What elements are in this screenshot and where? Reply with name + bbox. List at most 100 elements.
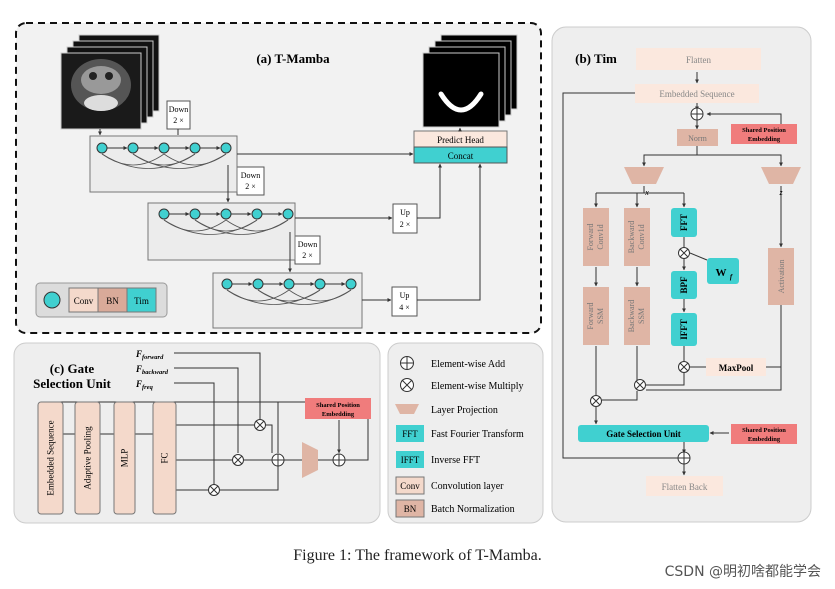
multiply-op-mid <box>634 379 646 391</box>
svg-text:IFFT: IFFT <box>401 455 420 465</box>
svg-text:Predict Head: Predict Head <box>437 135 484 145</box>
svg-text:Fforward: Fforward <box>135 349 164 361</box>
f-forward-label: Fforward <box>135 349 164 361</box>
bpf-block: BPF <box>671 271 697 299</box>
gsu-fc: FC <box>152 401 177 515</box>
legend-add: Element-wise Add <box>400 356 505 370</box>
svg-text:Concat: Concat <box>448 151 474 161</box>
tim-node <box>221 278 233 290</box>
stage-nodes <box>96 142 357 305</box>
legend-projection: Layer Projection <box>395 404 498 416</box>
gsu-connections <box>50 352 369 491</box>
watermark: CSDN @明初啥都能学会 <box>664 564 821 580</box>
projection-x: x <box>624 167 664 197</box>
legend-bn: BN Batch Normalization <box>395 499 515 518</box>
tim-node <box>314 278 326 290</box>
svg-text:Forward: Forward <box>586 302 595 329</box>
svg-text:Fbackward: Fbackward <box>135 364 169 376</box>
gsu-shared-position-embedding: Shared Position Embedding <box>305 398 371 419</box>
legend-multiply: Element-wise Multiply <box>400 378 524 392</box>
panel-a-t-mamba: (a) T-Mamba Down 2 × <box>15 22 542 334</box>
svg-text:Adaptive Pooling: Adaptive Pooling <box>83 426 93 490</box>
svg-text:Up: Up <box>400 208 410 217</box>
svg-text:Ffreq: Ffreq <box>135 379 154 391</box>
panel-b-title: (b) Tim <box>575 51 617 66</box>
svg-text:Batch Normalization: Batch Normalization <box>431 504 515 515</box>
svg-text:Gate Selection Unit: Gate Selection Unit <box>606 429 681 439</box>
tim-node <box>189 208 201 220</box>
multiply-op-wf <box>678 247 690 259</box>
add-op-1 <box>690 107 704 121</box>
embedded-sequence-block: Embedded Sequence <box>635 84 759 103</box>
svg-text:IFFT: IFFT <box>679 319 689 340</box>
svg-text:Conv: Conv <box>74 296 94 306</box>
skip-link <box>194 219 289 235</box>
activation-block: Activation <box>768 248 794 305</box>
svg-text:Backward: Backward <box>627 221 636 253</box>
tim-node <box>158 142 170 154</box>
output-mask-stack <box>422 34 518 128</box>
tim-node <box>96 142 108 154</box>
wf-weight-block: W f <box>707 258 739 284</box>
panel-c-gate-selection-unit: (c) Gate Selection Unit Fforward Fbackwa… <box>13 342 381 524</box>
svg-text:Layer Projection: Layer Projection <box>431 405 498 416</box>
svg-text:Embedded Sequence: Embedded Sequence <box>659 89 734 99</box>
skip-link <box>288 289 352 302</box>
panel-c-title-line2: Selection Unit <box>33 376 111 391</box>
svg-text:Embedding: Embedding <box>322 411 355 418</box>
gsu-layer-projection <box>302 442 318 478</box>
tim-node <box>158 208 170 220</box>
svg-text:W: W <box>716 267 727 279</box>
down-block-1: Down 2 × <box>166 100 191 130</box>
tim-node <box>251 208 263 220</box>
svg-text:2 ×: 2 × <box>302 251 313 260</box>
panel-a-title: (a) T-Mamba <box>256 51 330 66</box>
projection-z: z <box>761 167 801 197</box>
svg-text:2 ×: 2 × <box>173 116 184 125</box>
tim-node <box>220 142 232 154</box>
predict-head: Predict Head <box>413 130 508 148</box>
forward-ssm: Forward SSM <box>583 287 609 345</box>
forward-conv1d: Forward Conv1d <box>583 208 609 266</box>
svg-text:Element-wise Add: Element-wise Add <box>431 359 505 370</box>
svg-text:4 ×: 4 × <box>399 303 410 312</box>
svg-text:Backward: Backward <box>627 300 636 332</box>
tim-node <box>252 278 264 290</box>
gsu-multiply-forward <box>254 419 266 431</box>
svg-text:BN: BN <box>404 504 417 514</box>
legend-ifft: IFFT Inverse FFT <box>396 451 480 468</box>
svg-text:FC: FC <box>160 452 170 463</box>
t-mamba-legend: Conv BN Tim <box>35 282 168 318</box>
svg-text:SSM: SSM <box>637 308 646 324</box>
svg-text:Conv: Conv <box>400 481 420 491</box>
svg-text:Forward: Forward <box>586 223 595 250</box>
gsu-multiply-backward <box>232 454 244 466</box>
svg-text:FFT: FFT <box>679 214 689 231</box>
skip-link <box>225 219 289 232</box>
f-freq-label: Ffreq <box>135 379 154 391</box>
ifft-block: IFFT <box>671 313 697 346</box>
svg-text:Activation: Activation <box>777 260 786 294</box>
backward-conv1d: Backward Conv1d <box>624 208 650 266</box>
svg-text:BPF: BPF <box>679 276 689 294</box>
gsu-embedded-sequence: Embedded Sequence <box>37 401 64 515</box>
svg-text:BN: BN <box>106 296 119 306</box>
panel-c-title-line1: (c) Gate <box>50 361 95 376</box>
symbol-legend: Element-wise Add Element-wise Multiply L… <box>387 342 544 524</box>
tim-node <box>283 278 295 290</box>
svg-text:Down: Down <box>241 171 261 180</box>
figure-caption: Figure 1: The framework of T-Mamba. <box>293 547 542 564</box>
norm-block: Norm <box>677 129 718 146</box>
svg-text:f: f <box>730 273 733 281</box>
svg-text:Inverse FFT: Inverse FFT <box>431 455 480 466</box>
up-block-2x: Up 2 × <box>392 203 418 234</box>
legend-conv: Conv Convolution layer <box>395 476 504 495</box>
svg-text:Embedding: Embedding <box>748 136 781 143</box>
svg-text:Down: Down <box>169 105 189 114</box>
input-ct-stack <box>60 34 160 130</box>
skip-link <box>226 289 321 305</box>
skip-link <box>132 153 227 169</box>
skip-link <box>163 219 258 235</box>
svg-text:MLP: MLP <box>120 449 130 468</box>
